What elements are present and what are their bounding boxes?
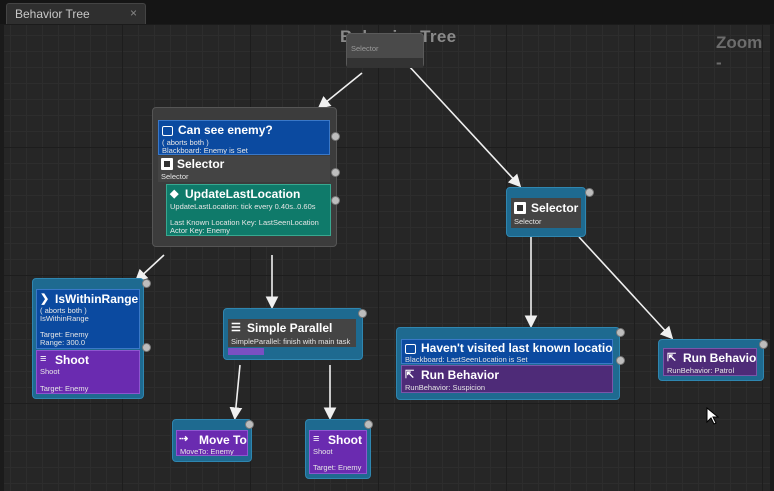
selector-icon-2 <box>514 202 526 214</box>
parallel-icon: ☰ <box>231 322 241 334</box>
left-selector-title: Selector <box>177 157 225 171</box>
close-icon[interactable]: × <box>129 6 137 20</box>
simple-parallel-node[interactable]: ☰ Simple Parallel SimpleParallel: finish… <box>223 308 367 360</box>
can-see-enemy-decorator[interactable]: Can see enemy? ( aborts both ) Blackboar… <box>158 120 330 155</box>
shoot-2-title: Shoot <box>328 433 362 447</box>
shoot-1-line1: Shoot <box>40 367 60 376</box>
move-to-sub: MoveTo: Enemy <box>180 447 234 456</box>
shoot-node-2[interactable]: ≡ Shoot Shoot Target: Enemy <box>305 419 373 479</box>
run-behavior-suspicion-title: Run Behavior <box>421 368 500 382</box>
wire-left-inrange <box>134 254 165 283</box>
is-within-range-line3: Target: Enemy <box>40 330 89 339</box>
havent-visited-decorator[interactable]: Haven't visited last known location Blac… <box>401 339 613 364</box>
right-selector-block[interactable]: Selector Selector <box>511 198 581 228</box>
run-behavior-patrol-title: Run Behavior <box>683 351 757 365</box>
is-within-range-line2: IsWithinRange <box>40 314 89 323</box>
move-to-icon: ⇢ <box>179 433 189 445</box>
pin-3[interactable] <box>331 196 340 205</box>
update-last-location-service[interactable]: ◆ UpdateLastLocation UpdateLastLocation:… <box>166 184 331 236</box>
can-see-enemy-line1: ( aborts both ) <box>162 138 209 147</box>
run-behavior-suspicion-task[interactable]: ⇱ Run Behavior RunBehavior: Suspicion <box>401 365 613 393</box>
decorator-icon: ❯ <box>40 293 50 305</box>
pin-8[interactable] <box>364 420 373 429</box>
run-behavior-icon-2: ⇱ <box>667 352 677 364</box>
can-see-enemy-line2: Blackboard: Enemy is Set <box>162 146 248 155</box>
simple-parallel-block[interactable]: ☰ Simple Parallel SimpleParallel: finish… <box>228 319 356 347</box>
is-within-range-decorator[interactable]: ❯ IsWithinRange ( aborts both ) IsWithin… <box>36 289 140 349</box>
tab-bar: Behavior Tree × <box>0 0 774 24</box>
tab-label: Behavior Tree <box>15 7 90 21</box>
update-last-location-title: UpdateLastLocation <box>185 187 301 201</box>
update-last-location-line1: UpdateLastLocation: tick every 0.40s..0.… <box>170 202 316 211</box>
havent-visited-title: Haven't visited last known location <box>421 341 613 355</box>
wire-parallel-moveto <box>229 364 243 421</box>
can-see-enemy-title: Can see enemy? <box>178 123 273 137</box>
right-selector-title: Selector <box>531 201 579 215</box>
zoom-label: Zoom - <box>716 33 763 72</box>
tab-behavior-tree[interactable]: Behavior Tree × <box>6 3 146 24</box>
can-see-enemy-node[interactable]: Can see enemy? ( aborts both ) Blackboar… <box>152 107 340 247</box>
left-selector-sub: Selector <box>161 172 189 181</box>
shoot-2-line2: Target: Enemy <box>313 463 362 472</box>
havent-visited-sub: Blackboard: LastSeenLocation is Set <box>405 355 528 364</box>
blackboard-icon <box>162 126 173 136</box>
pin-11[interactable] <box>616 356 625 365</box>
mouse-cursor-icon <box>706 407 720 425</box>
simple-parallel-title: Simple Parallel <box>247 321 333 335</box>
selector-icon <box>161 158 173 170</box>
shoot-task-2[interactable]: ≡ Shoot Shoot Target: Enemy <box>309 430 367 474</box>
root-selector-sub: Selector <box>351 44 379 53</box>
root-selector-footer <box>347 58 423 68</box>
shoot-task-1[interactable]: ≡ Shoot Shoot Target: Enemy <box>36 350 140 394</box>
update-last-location-line3: Actor Key: Enemy <box>170 226 231 235</box>
is-within-range-title: IsWithinRange <box>55 292 139 306</box>
pin-12[interactable] <box>759 340 768 349</box>
pin-1[interactable] <box>331 132 340 141</box>
left-selector-block[interactable]: Selector Selector <box>158 156 330 182</box>
update-last-location-line2: Last Known Location Key: LastSeenLocatio… <box>170 218 319 227</box>
patrol-node[interactable]: ⇱ Run Behavior RunBehavior: Patrol <box>658 339 768 381</box>
pin-2[interactable] <box>331 168 340 177</box>
wire-root-left <box>317 72 363 110</box>
run-behavior-suspicion-sub: RunBehavior: Suspicion <box>405 383 486 392</box>
task-icon-2: ≡ <box>313 433 320 445</box>
simple-parallel-sub: SimpleParallel: finish with main task <box>231 337 351 346</box>
service-icon: ◆ <box>170 188 179 200</box>
right-selector-sub: Selector <box>514 217 542 226</box>
move-to-title: Move To <box>199 433 247 447</box>
pin-9[interactable] <box>585 188 594 197</box>
run-behavior-icon: ⇱ <box>405 369 415 381</box>
pin-7[interactable] <box>245 420 254 429</box>
pin-6[interactable] <box>358 309 367 318</box>
move-to-node[interactable]: ⇢ Move To MoveTo: Enemy <box>172 419 254 462</box>
task-icon: ≡ <box>40 353 47 365</box>
run-behavior-patrol-task[interactable]: ⇱ Run Behavior RunBehavior: Patrol <box>663 348 757 376</box>
connection-wires <box>134 64 674 421</box>
suspicion-node[interactable]: Haven't visited last known location Blac… <box>396 327 625 400</box>
wire-selector-patrol <box>578 236 674 340</box>
shoot-2-line1: Shoot <box>313 447 333 456</box>
is-within-range-line1: ( aborts both ) <box>40 306 87 315</box>
simple-parallel-bar <box>228 348 264 355</box>
wire-root-right <box>407 64 522 188</box>
shoot-1-title: Shoot <box>55 353 89 367</box>
pin-5[interactable] <box>142 343 151 352</box>
is-within-range-node[interactable]: ❯ IsWithinRange ( aborts both ) IsWithin… <box>32 278 151 399</box>
blackboard-icon-2 <box>405 344 416 354</box>
right-selector-node[interactable]: Selector Selector <box>506 187 594 237</box>
run-behavior-patrol-sub: RunBehavior: Patrol <box>667 366 735 375</box>
pin-10[interactable] <box>616 328 625 337</box>
pin-4[interactable] <box>142 279 151 288</box>
root-selector-node[interactable]: Selector <box>346 33 424 68</box>
graph-canvas[interactable]: Behavior Tree Zoom - Selector Can see en… <box>4 25 770 491</box>
shoot-1-line2: Target: Enemy <box>40 384 89 393</box>
move-to-task[interactable]: ⇢ Move To MoveTo: Enemy <box>176 430 248 456</box>
is-within-range-line4: Range: 300.0 <box>40 338 86 347</box>
